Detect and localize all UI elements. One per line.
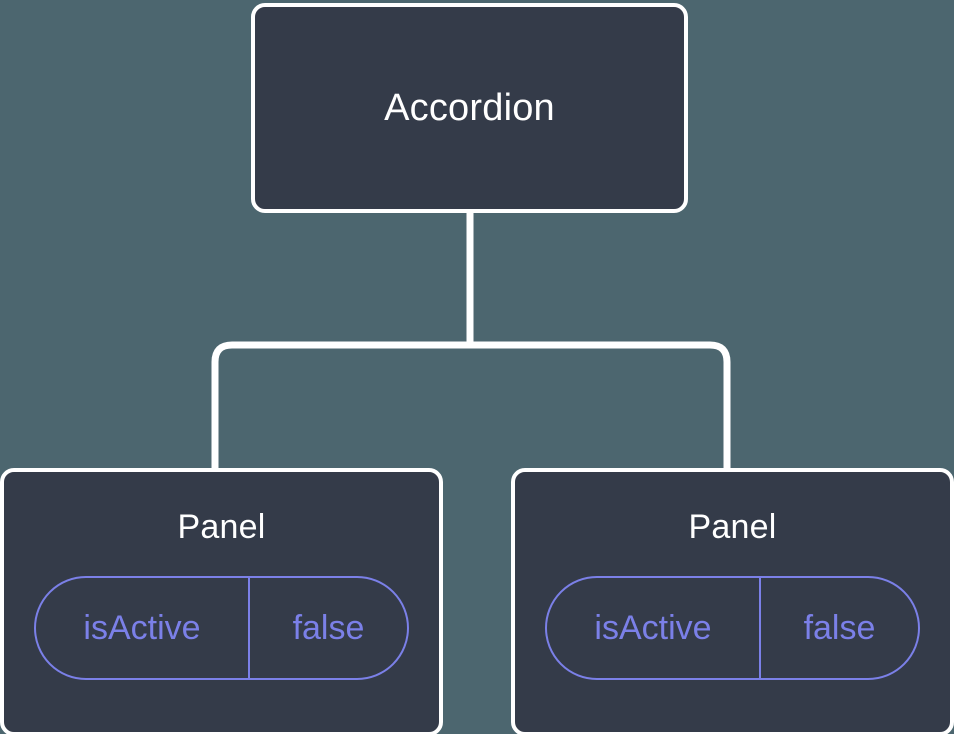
node-panel-1-label: Panel	[177, 508, 266, 546]
prop-value-isactive: false	[803, 609, 876, 647]
node-panel-2[interactable]: Panel isActive false	[511, 468, 954, 734]
edge-split-bar	[211, 341, 731, 470]
prop-key-isactive: isActive	[547, 578, 761, 678]
node-panel-2-label: Panel	[688, 508, 777, 546]
prop-pill-panel-2[interactable]: isActive false	[545, 576, 920, 680]
prop-pill-panel-1[interactable]: isActive false	[34, 576, 409, 680]
prop-key-isactive: isActive	[36, 578, 250, 678]
node-panel-1[interactable]: Panel isActive false	[0, 468, 443, 734]
node-accordion[interactable]: Accordion	[251, 3, 688, 213]
node-accordion-label: Accordion	[384, 87, 555, 129]
prop-value-isactive: false	[292, 609, 365, 647]
